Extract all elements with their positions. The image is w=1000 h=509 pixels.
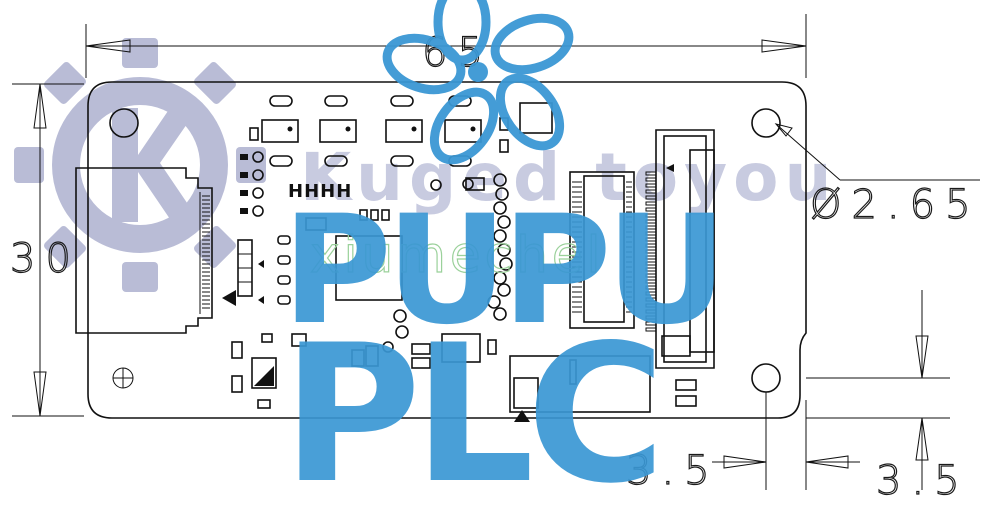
via-circle [493, 173, 507, 187]
connector-pin [645, 189, 657, 194]
connector-pin [645, 213, 657, 218]
stamp-watermark: PUPU PLC [282, 184, 727, 509]
flower-logo-icon [382, 0, 574, 165]
via-circle [395, 325, 409, 339]
mount-hole-top-left [109, 108, 139, 138]
connector-pin [645, 219, 657, 224]
connector-pin [645, 255, 657, 260]
connector-pin [645, 195, 657, 200]
connector-pin [645, 279, 657, 284]
connector-pin [645, 201, 657, 206]
via-circle [493, 229, 507, 243]
connector-pin [645, 291, 657, 296]
connector-pin [645, 243, 657, 248]
board-outline [87, 81, 807, 419]
connector-pin [645, 249, 657, 254]
connector-pin [645, 225, 657, 230]
via-circle [495, 187, 509, 201]
connector-pin [645, 183, 657, 188]
connector-pin [645, 327, 657, 332]
offset-left-label: 3.5 [626, 448, 720, 494]
dim-hole: Ø2.65 [774, 123, 981, 229]
connector-pin [645, 297, 657, 302]
via-circle [493, 307, 507, 321]
connector-pin [645, 321, 657, 326]
mid-ffc-connector [569, 171, 635, 329]
height-label: 30 [10, 236, 81, 282]
via-circle [487, 295, 501, 309]
connector-pin [645, 315, 657, 320]
dim-height: 30 [9, 83, 84, 417]
connector-pin [645, 303, 657, 308]
via-circle [497, 283, 511, 297]
via-circle [497, 215, 511, 229]
via-chain [393, 173, 513, 339]
right-ffc-connector [645, 129, 715, 369]
connector-pin [645, 237, 657, 242]
main-ic [335, 235, 403, 301]
via-circle [493, 201, 507, 215]
connector-pin [645, 285, 657, 290]
connector-pin [645, 273, 657, 278]
via-circle [393, 309, 407, 323]
dip-switch-block [222, 235, 291, 306]
connector-pin [645, 261, 657, 266]
via-circle [497, 243, 511, 257]
offset-right-label: 3.5 [876, 458, 970, 504]
bottom-left-components [231, 333, 697, 409]
fiducial-icon [112, 367, 134, 389]
mount-hole-bottom-right [751, 363, 781, 393]
ic-pad-1 [305, 217, 327, 231]
brand-watermark: Kuged toyou [300, 139, 837, 216]
site-watermark: xiumechel [310, 226, 604, 284]
dim-offsets: 3.5 3.5 [625, 290, 970, 505]
connector-pin [645, 207, 657, 212]
via-circle [499, 257, 513, 271]
pad-markings: HHHH [288, 181, 352, 202]
crystal-pad [519, 102, 553, 134]
stamp-line1: PUPU [282, 184, 721, 358]
hole-label: Ø2.65 [810, 182, 981, 228]
stamp-line2: PLC [282, 304, 658, 509]
left-ffc-connector [75, 167, 213, 334]
connector-pin [645, 267, 657, 272]
via-circle [493, 271, 507, 285]
connector-pin [645, 231, 657, 236]
bottom-connector [509, 355, 651, 422]
connector-pin [645, 171, 657, 176]
connector-pin [645, 177, 657, 182]
mount-hole-top-right [751, 108, 781, 138]
connector-pin [645, 309, 657, 314]
pad-column-left [240, 151, 264, 217]
small-pads-row [359, 209, 390, 221]
